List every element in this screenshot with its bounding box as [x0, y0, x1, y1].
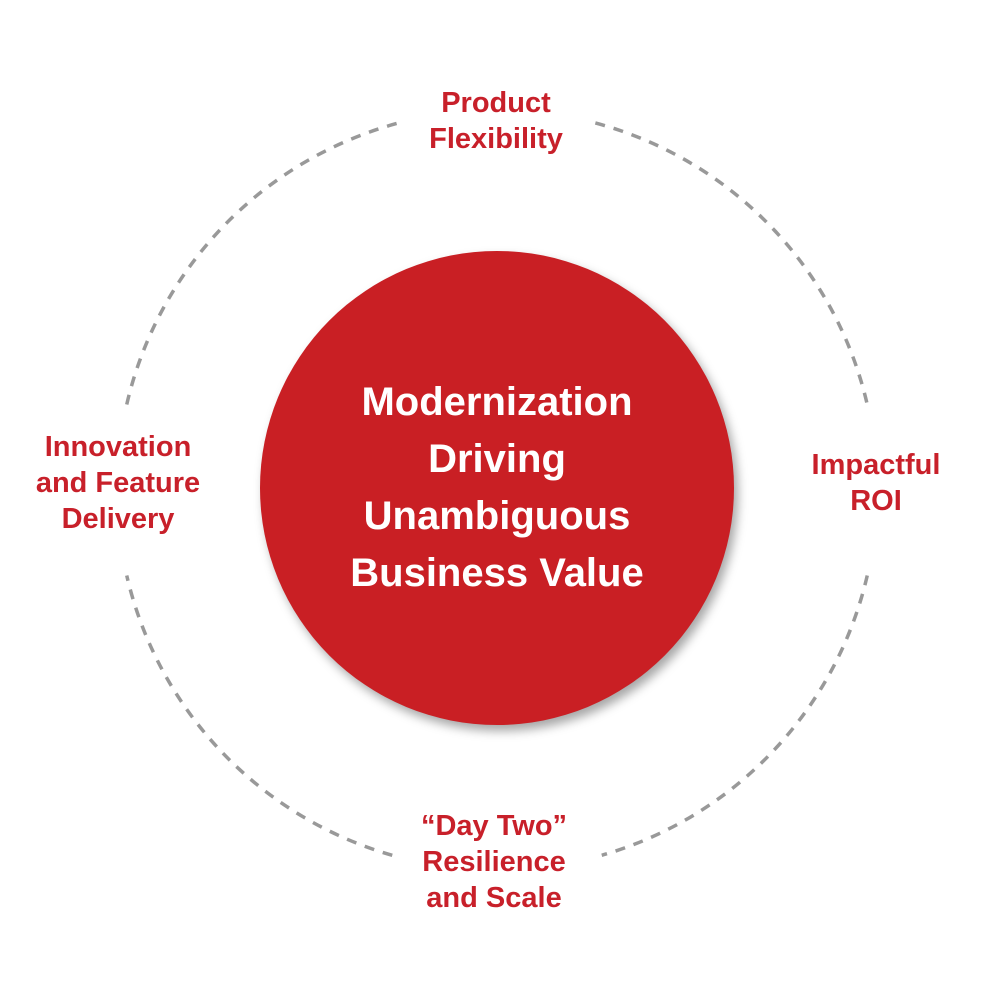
center-line: Modernization	[361, 380, 633, 424]
label-line: Product	[441, 87, 551, 119]
label-line: Impactful	[811, 449, 941, 481]
label-line: Delivery	[61, 503, 175, 535]
label-line: ROI	[850, 485, 902, 517]
label-line: “Day Two”	[420, 810, 568, 842]
label-line: and Feature	[35, 467, 201, 499]
label-innovation-feature-delivery: Innovation and Feature Delivery	[36, 429, 200, 537]
center-line: Driving	[428, 437, 566, 481]
label-line: Resilience	[422, 846, 566, 878]
center-title: Modernization Driving Unambiguous Busine…	[350, 374, 643, 602]
label-day-two-resilience: “Day Two” Resilience and Scale	[421, 808, 567, 916]
center-circle: Modernization Driving Unambiguous Busine…	[260, 251, 734, 725]
ring-arc	[125, 121, 400, 405]
center-line: Unambiguous	[363, 494, 631, 538]
label-line: and Scale	[426, 882, 562, 914]
ring-arc	[594, 121, 869, 405]
ring-arc	[125, 575, 393, 857]
label-line: Innovation	[44, 431, 192, 463]
label-impactful-roi: Impactful ROI	[812, 447, 941, 519]
label-product-flexibility: Product Flexibility	[429, 85, 563, 157]
label-line: Flexibility	[429, 123, 563, 155]
ring-arc	[601, 575, 869, 857]
center-line: Business Value	[350, 551, 644, 595]
